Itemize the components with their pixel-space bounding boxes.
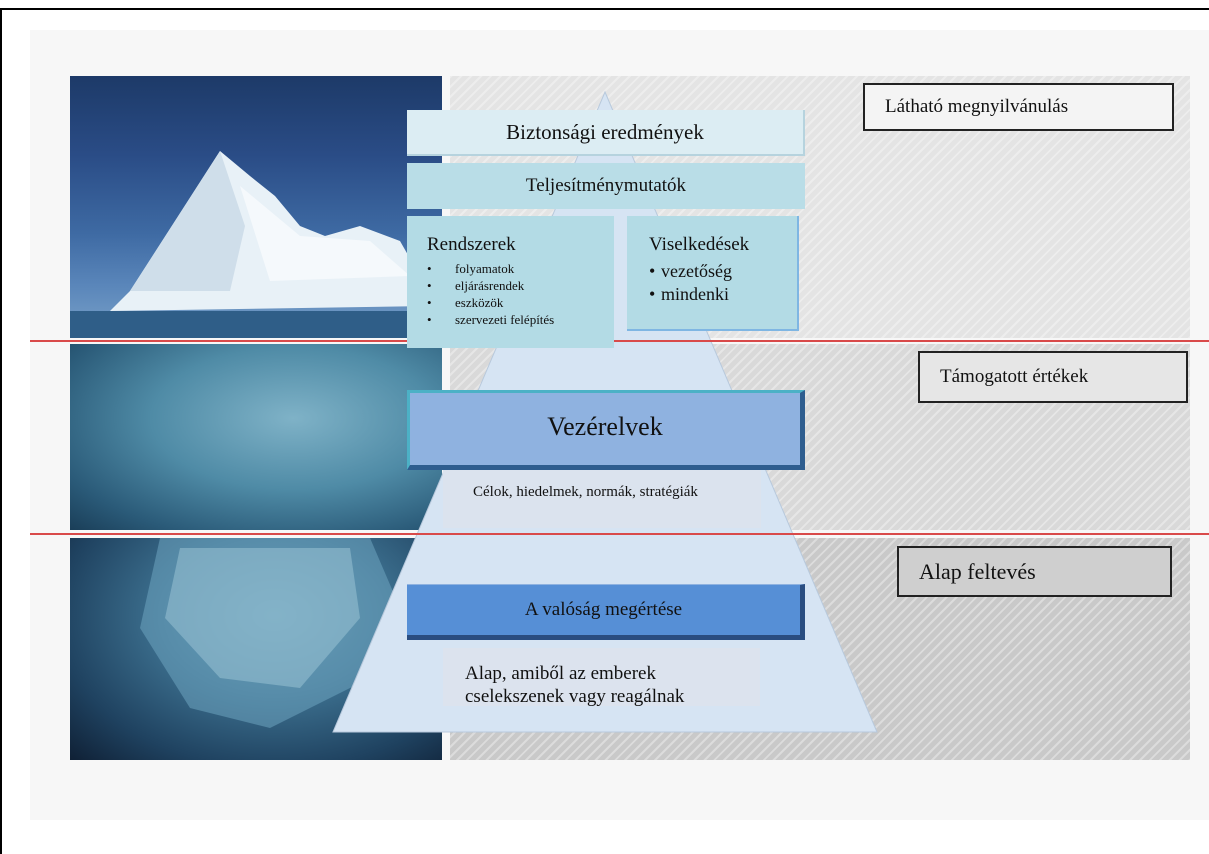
divider-line-1 <box>30 340 1209 342</box>
behaviors-box: Viselkedések vezetőség mindenki <box>627 216 799 331</box>
behaviors-list: vezetőség mindenki <box>649 260 797 306</box>
outer-frame <box>0 8 1209 854</box>
divider-line-2 <box>30 533 1209 535</box>
list-item: eszközök <box>427 294 614 311</box>
systems-list: folyamatok eljárásrendek eszközök szerve… <box>427 260 614 328</box>
espoused-values-label-box: Támogatott értékek <box>918 351 1188 403</box>
goals-beliefs-box: Célok, hiedelmek, normák, stratégiák <box>443 470 761 528</box>
visible-manifestation-label: Látható megnyilvánulás <box>885 96 1069 117</box>
list-item: eljárásrendek <box>427 277 614 294</box>
safety-outcomes-label: Biztonsági eredmények <box>506 120 704 144</box>
behaviors-title: Viselkedések <box>649 234 750 255</box>
guiding-principles-label: Vezérelvek <box>547 412 663 441</box>
visible-manifestation-label-box: Látható megnyilvánulás <box>863 83 1174 131</box>
basic-assumption-label-box: Alap feltevés <box>897 546 1172 597</box>
goals-beliefs-label: Célok, hiedelmek, normák, stratégiák <box>473 484 698 500</box>
reality-understanding-label: A valóság megértése <box>524 599 683 620</box>
safety-outcomes-box: Biztonsági eredmények <box>407 110 805 156</box>
iceberg-tip-image <box>70 76 442 338</box>
systems-title: Rendszerek <box>427 234 516 255</box>
basis-line-2: cselekszenek vagy reagálnak <box>465 686 685 707</box>
iceberg-middle-image <box>70 344 442 530</box>
list-item: mindenki <box>649 283 797 306</box>
basic-assumption-label: Alap feltevés <box>919 559 1036 584</box>
espoused-values-label: Támogatott értékek <box>940 366 1089 387</box>
guiding-principles-box: Vezérelvek <box>407 390 805 470</box>
performance-indicators-box: Teljesítménymutatók <box>407 163 805 209</box>
list-item: szervezeti felépítés <box>427 311 614 328</box>
systems-box: Rendszerek folyamatok eljárásrendek eszk… <box>407 216 614 348</box>
list-item: vezetőség <box>649 260 797 283</box>
basis-line-1: Alap, amiből az emberek <box>465 663 656 684</box>
performance-indicators-label: Teljesítménymutatók <box>525 175 687 196</box>
basis-box: Alap, amiből az emberek cselekszenek vag… <box>443 648 760 707</box>
list-item: folyamatok <box>427 260 614 277</box>
reality-understanding-box: A valóság megértése <box>407 584 805 640</box>
